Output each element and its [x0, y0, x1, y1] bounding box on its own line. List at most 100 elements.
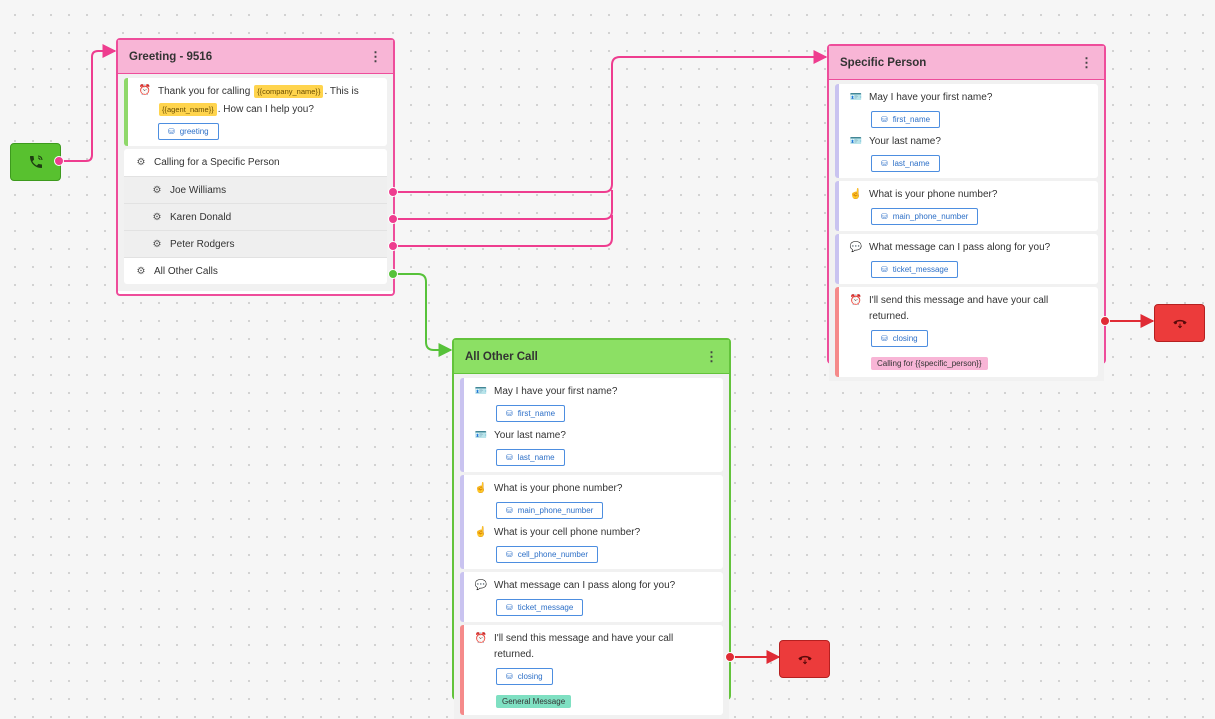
field-chip-label: closing	[517, 672, 543, 681]
field-chip-ticket-message[interactable]: ⛁ticket_message	[496, 599, 584, 616]
node-title: All Other Call	[465, 350, 538, 363]
specific-person-node[interactable]: Specific Person ⋮ 🪪 May I have your firs…	[827, 44, 1106, 381]
question-text: May I have your first name?	[869, 92, 993, 103]
phone-card[interactable]: ☝ What is your phone number? ⛁main_phone…	[460, 475, 723, 569]
greeting-node-header[interactable]: Greeting - 9516 ⋮	[118, 40, 393, 74]
route-joe-williams[interactable]: ⚙ Joe Williams	[124, 176, 387, 203]
field-chip-main-phone[interactable]: ⛁main_phone_number	[871, 208, 979, 225]
kebab-menu-icon[interactable]: ⋮	[705, 348, 718, 364]
phone-card[interactable]: ☝ What is your phone number? ⛁main_phone…	[835, 181, 1098, 231]
greeting-text: Thank you for calling {{company_name}}. …	[158, 83, 379, 119]
hang-up-icon	[1172, 319, 1187, 329]
chip-line: ⛁main_phone_number	[496, 500, 715, 519]
route-icon: ⚙	[152, 184, 162, 196]
route-peter-rodgers[interactable]: ⚙ Peter Rodgers	[124, 230, 387, 257]
question-text: Your last name?	[494, 430, 566, 441]
start-output-port[interactable]	[54, 156, 64, 166]
all-other-call-body: 🪪 May I have your first name? ⛁first_nam…	[454, 374, 729, 719]
field-chip-closing[interactable]: ⛁ closing	[496, 668, 553, 685]
database-icon: ⛁	[506, 506, 513, 515]
greeting-row: ⏰ Thank you for calling {{company_name}}…	[138, 83, 379, 119]
peter-output-port[interactable]	[388, 241, 398, 251]
field-chip-closing[interactable]: ⛁closing	[871, 330, 928, 347]
company-name-variable: {{company_name}}	[254, 85, 324, 98]
end-call-node-2[interactable]	[779, 640, 830, 678]
specific-person-tag: Calling for {{specific_person}}	[871, 357, 988, 370]
closing-card[interactable]: ⏰ I'll send this message and have your c…	[835, 287, 1098, 377]
alarm-clock-icon: ⏰	[849, 295, 863, 306]
general-message-tag: General Message	[496, 695, 572, 708]
kebab-menu-icon[interactable]: ⋮	[369, 48, 382, 64]
question-row: ⏰ I'll send this message and have your c…	[849, 293, 1090, 325]
question-row: ☝ What is your phone number?	[474, 481, 715, 497]
chip-line: ⛁ closing	[496, 666, 715, 685]
question-row: 🪪 May I have your first name?	[849, 90, 1090, 106]
route-label: Joe Williams	[170, 184, 227, 196]
chip-line: ⛁last_name	[871, 153, 1090, 172]
database-icon: ⛁	[506, 409, 513, 418]
greeting-card[interactable]: ⏰ Thank you for calling {{company_name}}…	[124, 78, 387, 146]
joe-output-port[interactable]	[388, 187, 398, 197]
section-specific-person[interactable]: ⚙ Calling for a Specific Person	[124, 149, 387, 176]
other-output-port-end[interactable]	[725, 652, 735, 662]
chip-line: ⛁main_phone_number	[871, 206, 1090, 225]
message-card[interactable]: 💬 What message can I pass along for you?…	[835, 234, 1098, 284]
question-row: 🪪 Your last name?	[474, 428, 715, 444]
question-text: Your last name?	[869, 136, 941, 147]
question-text: May I have your first name?	[494, 386, 618, 397]
question-text: I'll send this message and have your cal…	[494, 633, 674, 660]
section-title: Calling for a Specific Person	[154, 157, 280, 168]
field-chip-last-name[interactable]: ⛁last_name	[871, 155, 940, 172]
id-card-icon: 🪪	[849, 92, 863, 103]
route-icon: ⚙	[136, 265, 146, 277]
question-text: What is your phone number?	[869, 189, 998, 200]
end-call-node-1[interactable]	[1154, 304, 1205, 342]
wire-other-to-allother	[393, 273, 453, 357]
chip-line: ⛁cell_phone_number	[496, 544, 715, 563]
field-chip-last-name[interactable]: ⛁last_name	[496, 449, 565, 466]
route-icon: ⚙	[152, 211, 162, 223]
all-other-call-header[interactable]: All Other Call ⋮	[454, 340, 729, 374]
route-label: Karen Donald	[170, 211, 232, 223]
wire-joe-to-specific	[393, 50, 828, 193]
node-title: Specific Person	[840, 56, 927, 69]
field-chip-greeting[interactable]: ⛁ greeting	[158, 123, 219, 140]
database-icon: ⛁	[506, 550, 513, 559]
field-chip-first-name[interactable]: ⛁ first_name	[496, 405, 566, 422]
field-chip-label: last_name	[892, 159, 930, 168]
specific-output-port[interactable]	[1100, 316, 1110, 326]
field-chip-main-phone[interactable]: ⛁main_phone_number	[496, 502, 604, 519]
chip-line: ⛁ticket_message	[871, 259, 1090, 278]
specific-person-header[interactable]: Specific Person ⋮	[829, 46, 1104, 80]
database-icon: ⛁	[881, 115, 888, 124]
field-chip-label: first_name	[517, 409, 556, 418]
question-text: What message can I pass along for you?	[494, 580, 676, 591]
name-card[interactable]: 🪪 May I have your first name? ⛁first_nam…	[460, 378, 723, 472]
database-icon: ⛁	[506, 672, 513, 681]
field-chip-ticket-message[interactable]: ⛁ticket_message	[871, 261, 959, 278]
database-icon: ⛁	[506, 453, 513, 462]
kebab-menu-icon[interactable]: ⋮	[1080, 54, 1093, 70]
start-call-node[interactable]	[10, 143, 61, 181]
hand-tap-icon: ☝	[474, 527, 488, 538]
question-text: What is your cell phone number?	[494, 527, 641, 538]
message-card[interactable]: 💬 What message can I pass along for you?…	[460, 572, 723, 622]
route-icon: ⚙	[136, 157, 146, 168]
field-chip-first-name[interactable]: ⛁first_name	[871, 111, 941, 128]
greeting-node[interactable]: Greeting - 9516 ⋮ ⏰ Thank you for callin…	[116, 38, 395, 296]
question-row: ☝ What is your phone number?	[849, 187, 1090, 203]
chip-line: ⛁ first_name	[496, 403, 715, 422]
route-all-other-calls[interactable]: ⚙ All Other Calls	[124, 257, 387, 284]
specific-person-body: 🪪 May I have your first name? ⛁first_nam…	[829, 80, 1104, 381]
other-output-port[interactable]	[388, 269, 398, 279]
route-karen-donald[interactable]: ⚙ Karen Donald	[124, 203, 387, 230]
karen-output-port[interactable]	[388, 214, 398, 224]
closing-card[interactable]: ⏰ I'll send this message and have your c…	[460, 625, 723, 715]
field-chip-cell-phone[interactable]: ⛁cell_phone_number	[496, 546, 598, 563]
chip-line: ⛁ticket_message	[496, 597, 715, 616]
hand-tap-icon: ☝	[849, 189, 863, 200]
all-other-call-node[interactable]: All Other Call ⋮ 🪪 May I have your first…	[452, 338, 731, 719]
name-card[interactable]: 🪪 May I have your first name? ⛁first_nam…	[835, 84, 1098, 178]
question-row: ☝ What is your cell phone number?	[474, 525, 715, 541]
